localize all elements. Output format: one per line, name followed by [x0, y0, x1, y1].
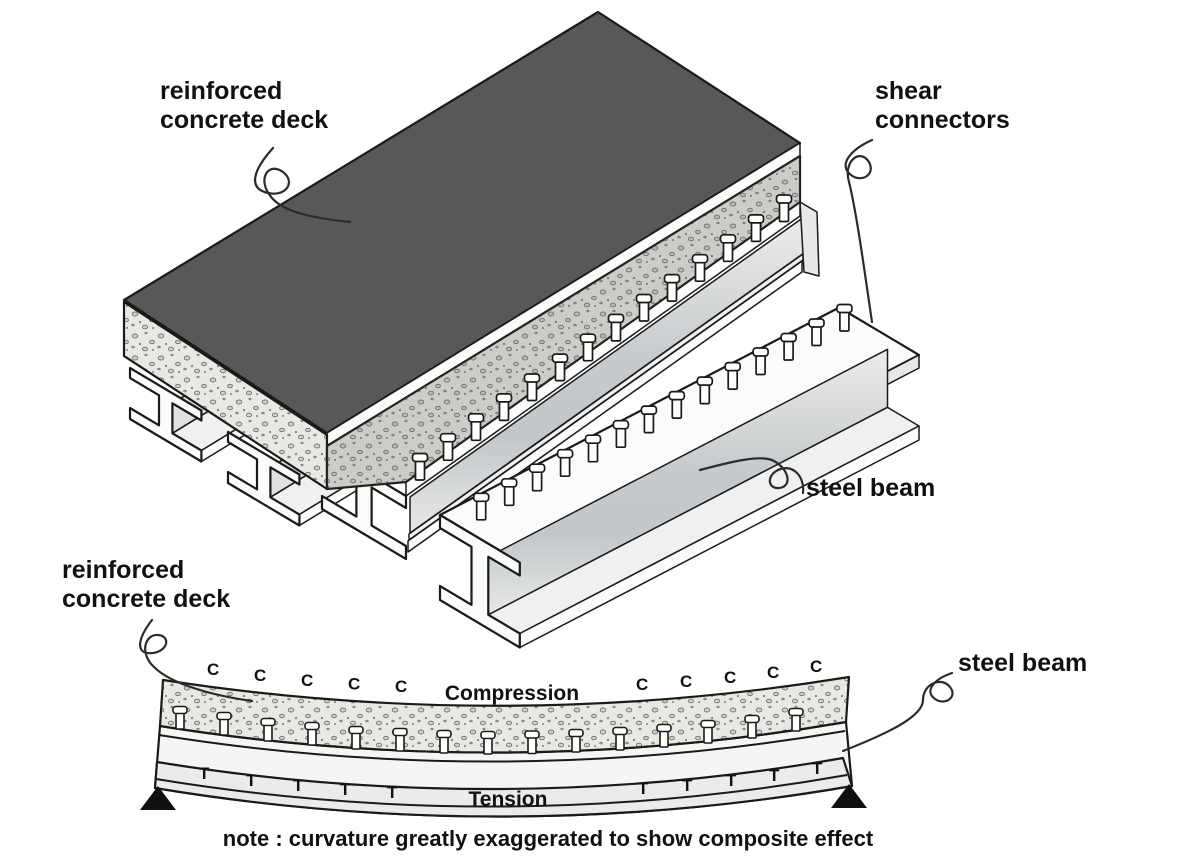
shear-connectors-label-line2: connectors: [875, 106, 1010, 134]
shear-stud: [495, 393, 513, 422]
compression-mark: C: [207, 660, 219, 679]
note-text: note : curvature greatly exaggerated to …: [223, 826, 874, 851]
shear-stud: [612, 419, 630, 449]
compression-mark: C: [767, 663, 779, 682]
top-deck-label-line2: concrete deck: [160, 106, 328, 134]
shear-stud: [579, 333, 597, 362]
shear-stud: [747, 214, 765, 243]
tension-mark: T: [293, 776, 304, 795]
tension-label: Tension: [469, 788, 548, 811]
compression-marks: C C C C C C C C C C: [207, 657, 822, 696]
shear-stud: [780, 332, 797, 361]
tension-mark: T: [812, 759, 823, 778]
shear-stud: [663, 273, 681, 302]
tension-mark: T: [769, 766, 780, 785]
shear-stud: [836, 303, 853, 332]
concrete-deck: [122, 10, 802, 491]
shear-stud: [607, 313, 625, 342]
shear-stud: [551, 353, 569, 382]
shear-stud: [668, 390, 686, 419]
shear-stud: [752, 347, 769, 376]
deck-side-face-front: [325, 154, 802, 491]
bottom-deck-label-line2: concrete deck: [62, 585, 230, 613]
steel-beam-label-top: steel beam: [806, 474, 935, 502]
tension-mark: T: [387, 783, 398, 802]
shear-stud: [528, 463, 546, 492]
bending-figure: C C C C C C C C C C T T T T T T T T T T …: [140, 657, 874, 851]
right-support: [831, 784, 867, 808]
shear-stud: [808, 318, 825, 347]
bottom-flange-band: [153, 756, 854, 818]
compression-mark: C: [301, 671, 313, 690]
compression-mark: C: [636, 675, 648, 694]
beam-far-end: [799, 201, 820, 277]
tension-mark: T: [246, 771, 257, 790]
isometric-figure: [122, 10, 921, 649]
shear-stud: [584, 434, 602, 463]
compression-mark: C: [395, 677, 407, 696]
i-beam-end-profile: [226, 430, 301, 527]
bottom-deck-label-line1: reinforced: [62, 556, 184, 584]
compression-mark: C: [348, 675, 360, 694]
tension-mark: T: [682, 776, 693, 795]
shear-stud: [411, 452, 429, 481]
shear-stud: [724, 361, 742, 390]
compression-mark: C: [724, 668, 736, 687]
leader-shear-connectors: [844, 138, 874, 324]
shear-stud: [691, 253, 709, 283]
shear-stud: [467, 412, 485, 442]
compression-mark: C: [254, 666, 266, 685]
shear-stud: [635, 293, 653, 322]
top-deck-label-line1: reinforced: [160, 77, 282, 105]
shear-stud: [696, 376, 714, 405]
compression-mark: C: [680, 672, 692, 691]
shear-stud: [523, 373, 541, 402]
left-support: [140, 786, 176, 810]
leader-top-deck: [254, 146, 352, 224]
shear-stud: [472, 492, 490, 521]
curved-concrete-deck: [158, 675, 851, 754]
front-steel-beam: [438, 303, 921, 649]
tension-marks: T T T T T T T T T T: [199, 759, 823, 802]
tension-mark: T: [340, 780, 351, 799]
shear-stud: [719, 233, 737, 263]
shear-connectors-label-line1: shear: [875, 77, 942, 105]
i-beam-end-profile: [128, 366, 203, 463]
compression-label: Compression: [445, 682, 579, 705]
tension-mark: T: [726, 771, 737, 790]
leader-steel-beam-top: [698, 457, 805, 495]
leader-steel-beam-bottom: [841, 671, 954, 753]
steel-beam-label-bottom: steel beam: [958, 649, 1087, 677]
tension-mark: T: [638, 779, 649, 798]
shear-stud: [640, 405, 658, 434]
i-beam-end-profile: [438, 513, 521, 649]
annotations: reinforced concrete deck shear connector…: [62, 77, 1087, 753]
shear-stud: [439, 432, 457, 462]
shear-stud: [556, 448, 574, 478]
leader-bottom-deck: [139, 618, 254, 703]
tension-mark: T: [199, 764, 210, 783]
shear-stud: [500, 477, 518, 507]
shear-stud: [775, 194, 793, 223]
compression-mark: C: [810, 657, 822, 676]
